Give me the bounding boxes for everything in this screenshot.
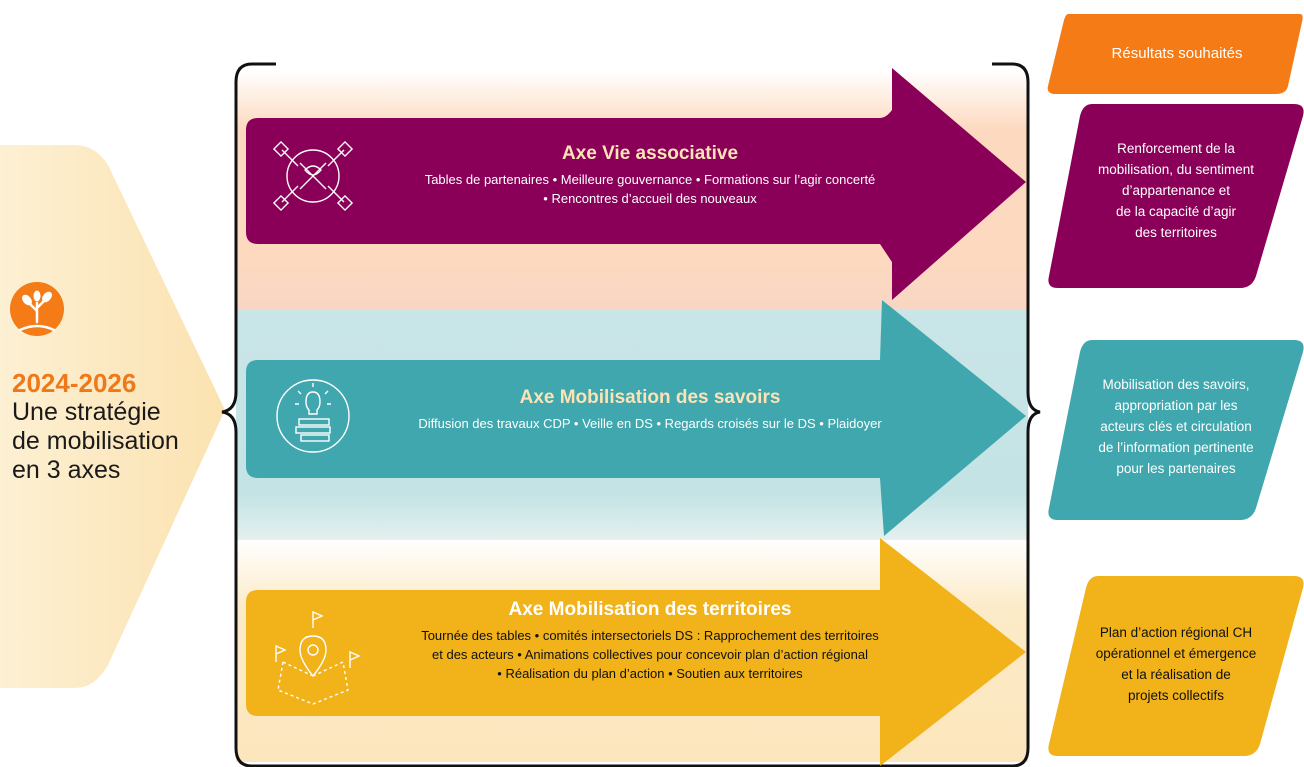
joined-hands-icon — [272, 140, 354, 212]
lightbulb-books-icon — [276, 379, 350, 453]
result-line: appropriation par les — [1114, 398, 1238, 413]
arrow-territoires — [246, 538, 1026, 766]
map-pin-flags-icon — [275, 610, 361, 705]
results-header-shape — [1047, 14, 1303, 94]
result-3: Plan d’action régional CH opérationnel e… — [1076, 622, 1276, 706]
result-shape-3 — [1048, 576, 1304, 756]
intro-line: en 3 axes — [12, 456, 121, 484]
intro-years: 2024-2026 — [12, 368, 137, 398]
axis-desc-line: Tournée des tables • comités intersector… — [421, 628, 879, 643]
intro-block: 2024-2026 Une stratégie de mobilisation … — [12, 368, 222, 485]
result-line: de l’information pertinente — [1098, 440, 1254, 455]
intro-line: de mobilisation — [12, 427, 179, 455]
result-line: d’appartenance et — [1121, 183, 1231, 198]
axis-savoirs: Axe Mobilisation des savoirs Diffusion d… — [390, 386, 910, 433]
result-2: Mobilisation des savoirs, appropriation … — [1076, 374, 1276, 479]
result-shape-1 — [1048, 104, 1304, 288]
axis-desc-line: et des acteurs • Animations collectives … — [432, 647, 868, 662]
result-shape-2 — [1048, 340, 1304, 520]
result-1: Renforcement de la mobilisation, du sent… — [1076, 138, 1276, 243]
results-header: Résultats souhaités — [1111, 45, 1243, 62]
result-line: Plan d’action régional CH — [1099, 625, 1253, 640]
result-line: mobilisation, du sentiment — [1097, 162, 1255, 177]
result-line: et la réalisation de — [1121, 667, 1231, 682]
result-line: pour les partenaires — [1116, 461, 1236, 476]
axis-title: Axe Mobilisation des savoirs — [519, 387, 781, 408]
axis-desc-line: • Rencontres d’accueil des nouveaux — [543, 191, 757, 206]
result-line: projets collectifs — [1127, 688, 1225, 703]
intro-chevron — [0, 145, 225, 688]
tree-growth-icon — [10, 282, 64, 336]
result-line: Renforcement de la — [1117, 141, 1235, 156]
axis-title: Axe Mobilisation des territoires — [508, 599, 792, 620]
result-line: Mobilisation des savoirs, — [1102, 377, 1250, 392]
result-line: de la capacité d’agir — [1115, 204, 1237, 219]
result-line: des territoires — [1135, 225, 1217, 240]
outer-bracket — [221, 62, 1041, 767]
arrow-savoirs — [246, 300, 1026, 536]
axis-desc-line: • Réalisation du plan d’action • Soutien… — [497, 666, 803, 681]
result-line: opérationnel et émergence — [1095, 646, 1257, 661]
axis-desc-line: Diffusion des travaux CDP • Veille en DS… — [418, 416, 882, 431]
axis-title: Axe Vie associative — [561, 143, 739, 164]
arrow-vie-associative — [246, 68, 1026, 300]
intro-line: Une stratégie — [12, 398, 161, 426]
axis-desc-line: Tables de partenaires • Meilleure gouver… — [424, 172, 876, 187]
axis-territoires: Axe Mobilisation des territoires Tournée… — [390, 598, 910, 683]
result-line: acteurs clés et circulation — [1100, 419, 1252, 434]
axis-vie-associative: Axe Vie associative Tables de partenaire… — [390, 142, 910, 208]
